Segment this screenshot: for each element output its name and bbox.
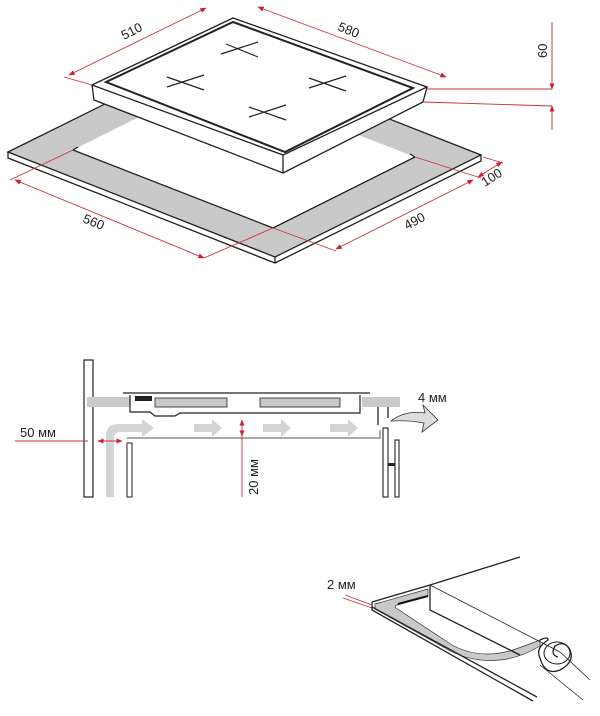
exit-air-arrow (389, 403, 439, 433)
dim-560-label: 560 (81, 211, 107, 233)
dim-2mm-line-2 (342, 597, 373, 609)
hob-unit (90, 17, 429, 174)
dim-50mm-label: 50 мм (20, 425, 56, 440)
dimension-lines-section (15, 419, 245, 497)
dim-20mm-label: 20 мм (246, 459, 261, 495)
dim-100-label: 100 (478, 165, 504, 189)
dim-510-label: 510 (119, 19, 145, 42)
dim-60-label: 60 (535, 44, 550, 58)
dim-490-label: 490 (401, 209, 427, 232)
dim-2mm-line-1 (344, 594, 373, 606)
seal-drawing (371, 556, 591, 702)
airflow-arrows (106, 419, 358, 497)
dimension-lines-top (9, 6, 555, 259)
section-drawing (83, 359, 400, 498)
dim-4mm-label: 4 мм (418, 390, 447, 405)
dim-2mm-label: 2 мм (327, 577, 356, 592)
burner-marks (166, 41, 347, 121)
